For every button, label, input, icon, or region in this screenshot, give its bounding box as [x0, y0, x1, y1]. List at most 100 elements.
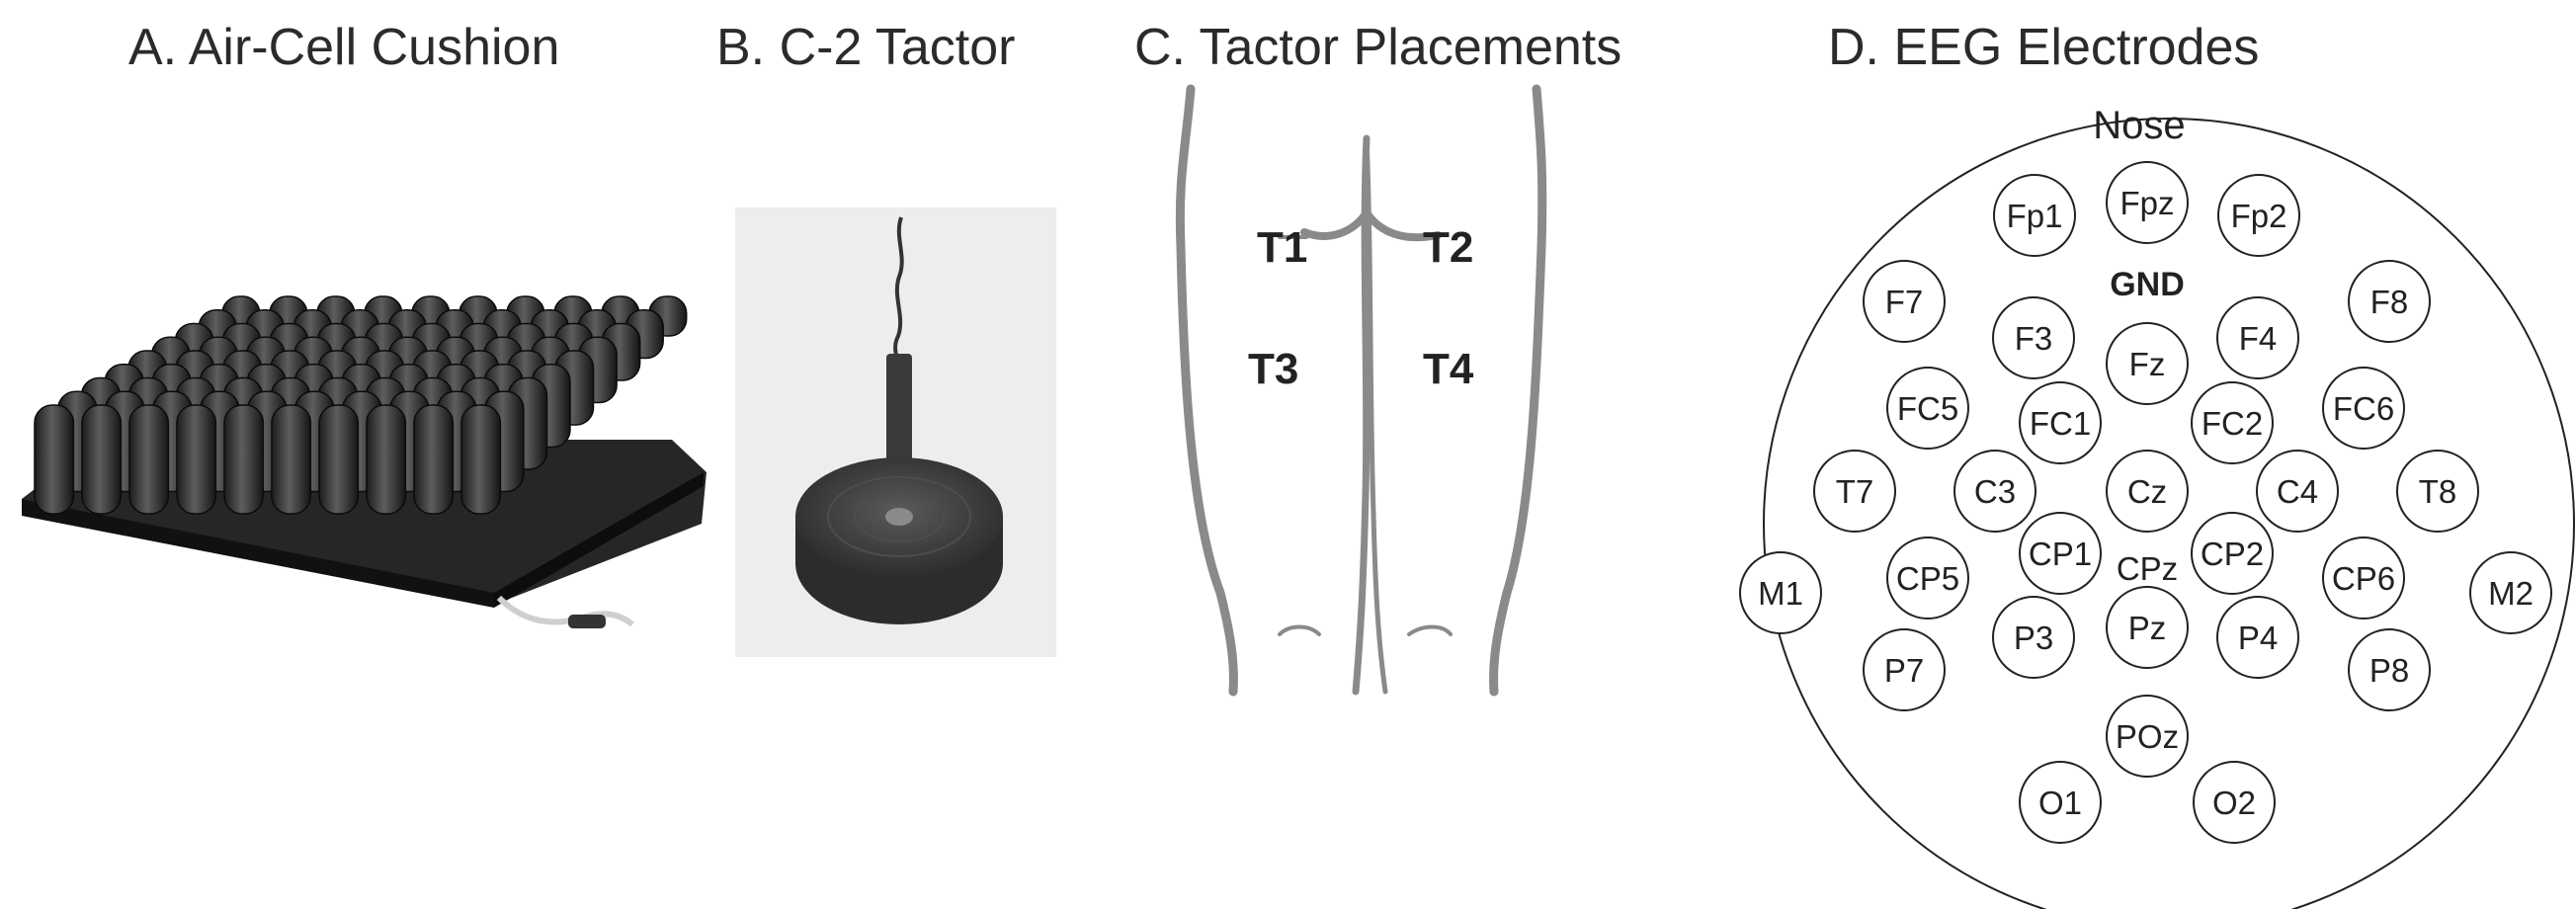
- air-cell: [128, 404, 170, 515]
- electrode-fp2: Fp2: [2217, 174, 2300, 257]
- electrode-cp6: CP6: [2322, 537, 2405, 620]
- electrode-circle: [1863, 628, 1946, 711]
- electrode-fc5: FC5: [1886, 367, 1969, 450]
- panel-b-title: B. C-2 Tactor: [716, 19, 1016, 76]
- electrode-label: CP6: [2332, 560, 2395, 597]
- electrode-circle: [2019, 512, 2102, 595]
- electrode-fc1: FC1: [2019, 381, 2102, 464]
- electrode-p4: P4: [2216, 596, 2299, 679]
- electrode-fpz: Fpz: [2106, 161, 2189, 244]
- electrode-t7: T7: [1813, 450, 1896, 533]
- electrode-label: CPz: [2117, 550, 2178, 587]
- electrode-c4: C4: [2256, 450, 2339, 533]
- air-cell: [223, 404, 265, 515]
- electrode-c3: C3: [1953, 450, 2036, 533]
- electrode-circle: [1813, 450, 1896, 533]
- electrode-circle: [2193, 761, 2276, 844]
- electrode-label: Fp2: [2231, 198, 2287, 234]
- electrode-circle: [2191, 381, 2274, 464]
- electrode-circle: [1886, 537, 1969, 620]
- electrode-cp1: CP1: [2019, 512, 2102, 595]
- electrode-circle: [2019, 381, 2102, 464]
- electrode-label: P8: [2369, 652, 2409, 689]
- air-cell: [366, 404, 407, 515]
- electrode-circle: [2106, 450, 2189, 533]
- electrode-poz: POz: [2106, 695, 2189, 778]
- tactor-label-t4: T4: [1423, 345, 1474, 393]
- electrode-m1: M1: [1739, 551, 1822, 634]
- electrode-label: CP1: [2029, 536, 2092, 572]
- electrode-o2: O2: [2193, 761, 2276, 844]
- electrode-label: M1: [1758, 575, 1803, 612]
- tactor-label-t1: T1: [1257, 223, 1307, 272]
- electrode-p3: P3: [1992, 596, 2075, 679]
- electrode-label: P7: [1884, 652, 1924, 689]
- electrode-circle: [2106, 586, 2189, 669]
- electrode-label: T7: [1836, 473, 1874, 510]
- electrode-label: Pz: [2128, 610, 2167, 646]
- electrode-label: C3: [1974, 473, 2016, 510]
- electrode-cp5: CP5: [1886, 537, 1969, 620]
- electrode-label: FC1: [2030, 405, 2091, 442]
- electrode-circle: [1992, 596, 2075, 679]
- electrode-circle: [2216, 596, 2299, 679]
- electrode-label: O2: [2212, 785, 2256, 821]
- electrode-f8: F8: [2348, 260, 2431, 343]
- panel-d-title: D. EEG Electrodes: [1828, 19, 2260, 76]
- electrode-circle: [2191, 512, 2274, 595]
- electrode-circle: [2106, 322, 2189, 405]
- electrode-label: CP2: [2201, 536, 2264, 572]
- electrode-circle: [1953, 450, 2036, 533]
- electrode-p7: P7: [1863, 628, 1946, 711]
- electrode-label: POz: [2116, 718, 2179, 755]
- electrode-cpz: CPz: [2117, 550, 2178, 587]
- tactor-label-t2: T2: [1423, 223, 1473, 272]
- electrode-f4: F4: [2216, 296, 2299, 379]
- air-cell: [413, 404, 455, 515]
- electrode-circle: [2469, 551, 2552, 634]
- electrode-label: F8: [2370, 284, 2409, 320]
- air-cell: [460, 404, 502, 515]
- electrode-fc6: FC6: [2322, 367, 2405, 450]
- air-cell: [34, 404, 75, 515]
- electrode-label: FC2: [2202, 405, 2263, 442]
- electrode-circle: [1863, 260, 1946, 343]
- electrode-label: O1: [2038, 785, 2082, 821]
- electrode-f3: F3: [1992, 296, 2075, 379]
- ground-label: GND: [2110, 266, 2185, 303]
- panel-a-title: A. Air-Cell Cushion: [128, 19, 560, 76]
- electrode-circle: [2396, 450, 2479, 533]
- electrode-circle: [1886, 367, 1969, 450]
- electrode-label: P3: [2014, 620, 2053, 656]
- electrode-circle: [1993, 174, 2076, 257]
- electrode-circle: [2106, 695, 2189, 778]
- electrode-label: T8: [2419, 473, 2457, 510]
- electrode-label: F7: [1885, 284, 1924, 320]
- electrode-label: M2: [2488, 575, 2534, 612]
- tactor-label-t3: T3: [1248, 345, 1298, 393]
- electrode-circle: [2216, 296, 2299, 379]
- air-cell: [176, 404, 217, 515]
- electrode-circle: [2217, 174, 2300, 257]
- c2-tactor-image: [735, 207, 1056, 657]
- electrode-p8: P8: [2348, 628, 2431, 711]
- nose-label: Nose: [2093, 104, 2185, 147]
- back-outline: [1175, 84, 1547, 697]
- electrode-label: Fpz: [2119, 185, 2174, 221]
- electrode-label: F3: [2015, 320, 2053, 357]
- electrode-circle: [1739, 551, 1822, 634]
- electrode-label: FC5: [1897, 390, 1958, 427]
- electrode-fz: Fz: [2106, 322, 2189, 405]
- electrode-cp2: CP2: [2191, 512, 2274, 595]
- electrode-label: C4: [2277, 473, 2318, 510]
- electrode-label: F4: [2239, 320, 2278, 357]
- electrode-circle: [2106, 161, 2189, 244]
- electrode-circle: [2322, 367, 2405, 450]
- electrode-o1: O1: [2019, 761, 2102, 844]
- electrode-t8: T8: [2396, 450, 2479, 533]
- electrode-circle: [2348, 628, 2431, 711]
- electrode-pz: Pz: [2106, 586, 2189, 669]
- electrode-label: FC6: [2333, 390, 2394, 427]
- electrode-circle: [2348, 260, 2431, 343]
